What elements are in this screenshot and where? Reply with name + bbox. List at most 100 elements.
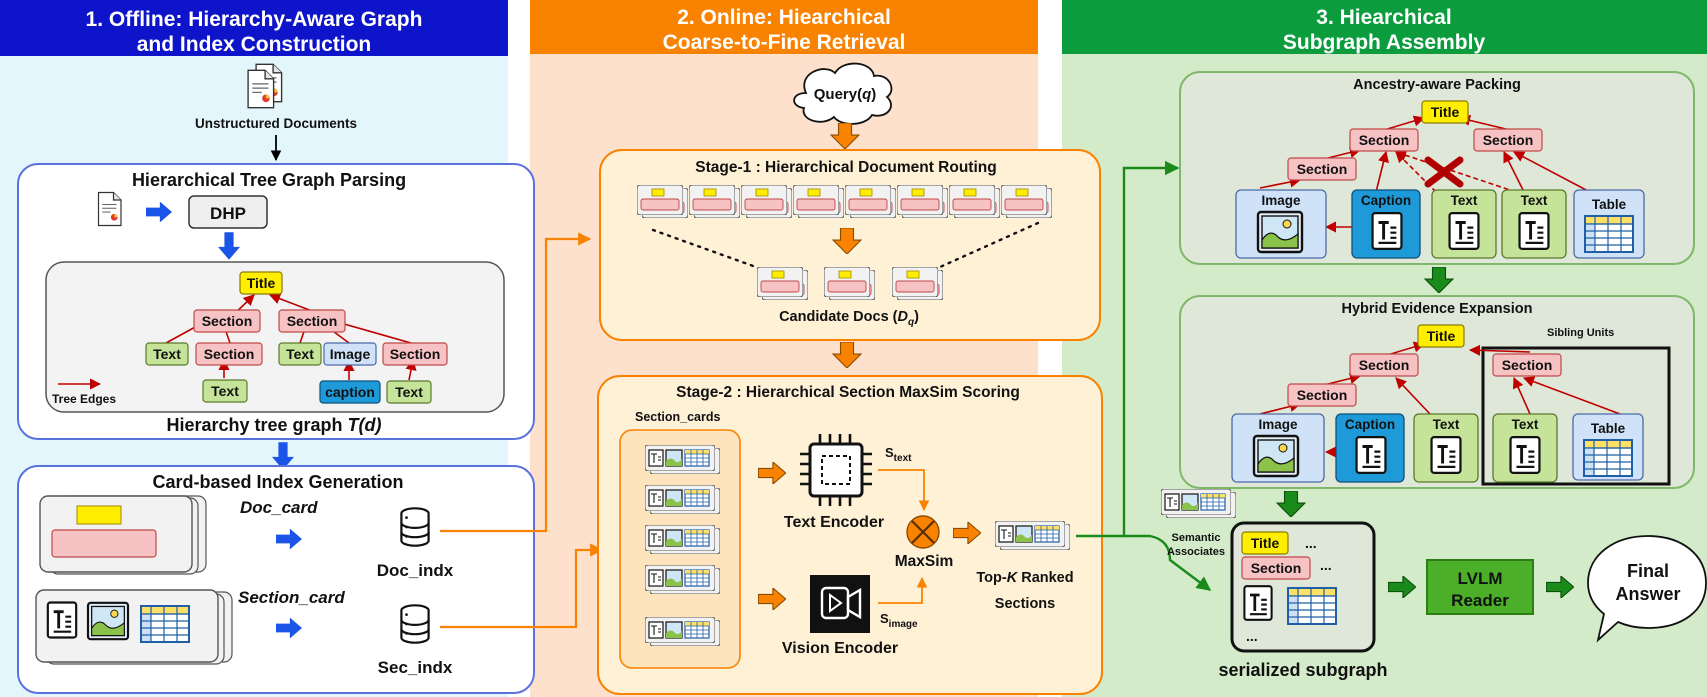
pruned-edge-cross-icon <box>1424 156 1464 188</box>
maxsim-cross-icon <box>911 520 935 544</box>
packing-node-title-label: Title <box>1431 104 1460 120</box>
expansion-image-icon <box>1252 434 1300 478</box>
packing-node-text-a-label: Text <box>1451 193 1478 208</box>
stage1-title: Stage-1 : Hierarchical Document Routing <box>695 159 996 176</box>
sibling-units-frame <box>1481 346 1671 486</box>
text-score-arrow <box>878 469 930 512</box>
expansion-node-section-low-label: Section <box>1297 387 1348 403</box>
topk-to-packing-arrow <box>1076 160 1180 538</box>
tree-node-text-d-label: Text <box>395 384 423 400</box>
expansion-node-section-sibling <box>1492 353 1562 377</box>
tree-node-section-c-label: Section <box>204 346 255 362</box>
tree-node-caption <box>319 380 381 404</box>
doc-card-label: Doc_card <box>240 498 318 517</box>
serialized-table-icon <box>1286 586 1338 626</box>
tree-node-caption-label: caption <box>325 384 375 400</box>
topk-label-line1: Top-K Ranked <box>976 570 1073 586</box>
final-answer-line1: Final <box>1627 561 1669 581</box>
doc-index-label: Doc_indx <box>377 561 454 580</box>
expansion-node-caption-label: Caption <box>1345 417 1395 432</box>
packing-text-a-icon <box>1448 211 1480 251</box>
candidate-docs-label: Candidate Docs (Dq) <box>779 309 919 328</box>
tree-node-text-c-label: Text <box>211 383 239 399</box>
tree-node-title-label: Title <box>247 275 276 291</box>
panel2-title-line2: Coarse-to-Fine Retrieval <box>663 31 906 54</box>
tree-node-section-a <box>193 309 261 333</box>
doc-index-database-icon <box>400 507 430 547</box>
serialized-section-node <box>1241 556 1311 580</box>
topk-card-front <box>995 521 1065 547</box>
candidate-document-cards <box>757 267 943 300</box>
sec-index-label: Sec_indx <box>378 658 453 677</box>
packing-node-title <box>1421 100 1469 124</box>
panel1-title-line2: and Index Construction <box>137 33 372 56</box>
expansion-node-title <box>1417 324 1465 348</box>
section-card-text-icon <box>46 601 78 639</box>
semantic-associates-line2: Associates <box>1167 546 1225 558</box>
tree-node-section-c <box>195 342 263 366</box>
topk-to-serialized-arrow <box>1124 534 1212 591</box>
section-card-image-icon <box>86 601 130 641</box>
tree-node-text-c <box>202 379 248 403</box>
expansion-node-section-low <box>1287 383 1357 407</box>
packing-node-text-b-label: Text <box>1521 193 1548 208</box>
packing-table-icon <box>1583 214 1635 254</box>
hierarchy-tree-caption: Hierarchy tree graph T(d) <box>166 415 381 435</box>
text-encoder-chip-icon <box>800 434 872 506</box>
dhp-label: DHP <box>210 204 246 223</box>
packing-node-section-left <box>1349 128 1419 152</box>
expansion-node-section-top <box>1349 353 1419 377</box>
packing-node-section-left-label: Section <box>1359 132 1410 148</box>
packing-node-section-low-label: Section <box>1297 161 1348 177</box>
sec-index-database-icon <box>400 604 430 644</box>
maxsim-label: MaxSim <box>895 553 954 570</box>
routing-dotted-right <box>938 221 1040 269</box>
expansion-node-image-label: Image <box>1258 417 1298 432</box>
tree-edge-legend-label: Tree Edges <box>52 392 116 406</box>
final-answer-bubble <box>1587 535 1707 643</box>
packing-node-image-label: Image <box>1261 193 1301 208</box>
packing-title: Ancestry-aware Packing <box>1353 77 1521 93</box>
section-card-table-icon <box>139 604 191 644</box>
text-encoder-label: Text Encoder <box>784 514 884 531</box>
serialized-title-label: Title <box>1251 535 1280 551</box>
serialized-section-label: Section <box>1251 560 1302 576</box>
dhp-node <box>188 195 268 229</box>
expansion-node-text-b-label: Text <box>1512 417 1539 432</box>
packing-caption-text-icon <box>1371 211 1403 251</box>
s-text-label: Stext <box>885 445 912 464</box>
tree-node-text-b-label: Text <box>286 346 314 362</box>
lvlm-line1: LVLM <box>1457 569 1502 588</box>
serialized-subgraph-label: serialized subgraph <box>1218 660 1387 680</box>
expansion-title: Hybrid Evidence Expansion <box>1342 301 1533 317</box>
panel3-title-line1: 3. Hiearchical <box>1316 6 1451 29</box>
final-answer-line2: Answer <box>1615 584 1680 604</box>
panel2-title-line1: 2. Online: Hiearchical <box>677 6 891 29</box>
sec-index-to-stage2-arrow <box>440 543 604 629</box>
s-image-label: Simage <box>880 611 918 630</box>
tree-graph-box <box>45 261 505 413</box>
expansion-node-section-sibling-label: Section <box>1502 357 1553 373</box>
lvlm-reader-box <box>1426 559 1534 615</box>
packing-node-caption-label: Caption <box>1361 193 1411 208</box>
routing-dotted-left <box>651 228 758 269</box>
panel3-title-line2: Subgraph Assembly <box>1283 31 1486 54</box>
stage2-title: Stage-2 : Hierarchical Section MaxSim Sc… <box>676 384 1020 401</box>
expansion-table-icon <box>1582 438 1634 478</box>
packing-node-table-label: Table <box>1592 197 1627 212</box>
tree-node-section-d-label: Section <box>390 346 441 362</box>
serialized-text-icon <box>1242 584 1274 622</box>
doc-index-to-stage1-arrow <box>440 232 592 533</box>
tree-node-section-b <box>278 309 346 333</box>
serialized-title-node <box>1241 531 1289 555</box>
tree-node-image-label: Image <box>330 346 371 362</box>
expansion-node-text-a-label: Text <box>1433 417 1460 432</box>
topk-label-line2: Sections <box>995 596 1055 612</box>
panel1-header <box>0 0 508 56</box>
semantic-associates-line1: Semantic <box>1172 532 1221 544</box>
document-icon <box>97 191 122 227</box>
image-score-arrow <box>878 576 928 604</box>
packing-node-section-right-label: Section <box>1483 132 1534 148</box>
serialized-dots-3: ... <box>1246 628 1258 644</box>
sibling-units-label: Sibling Units <box>1547 327 1614 339</box>
